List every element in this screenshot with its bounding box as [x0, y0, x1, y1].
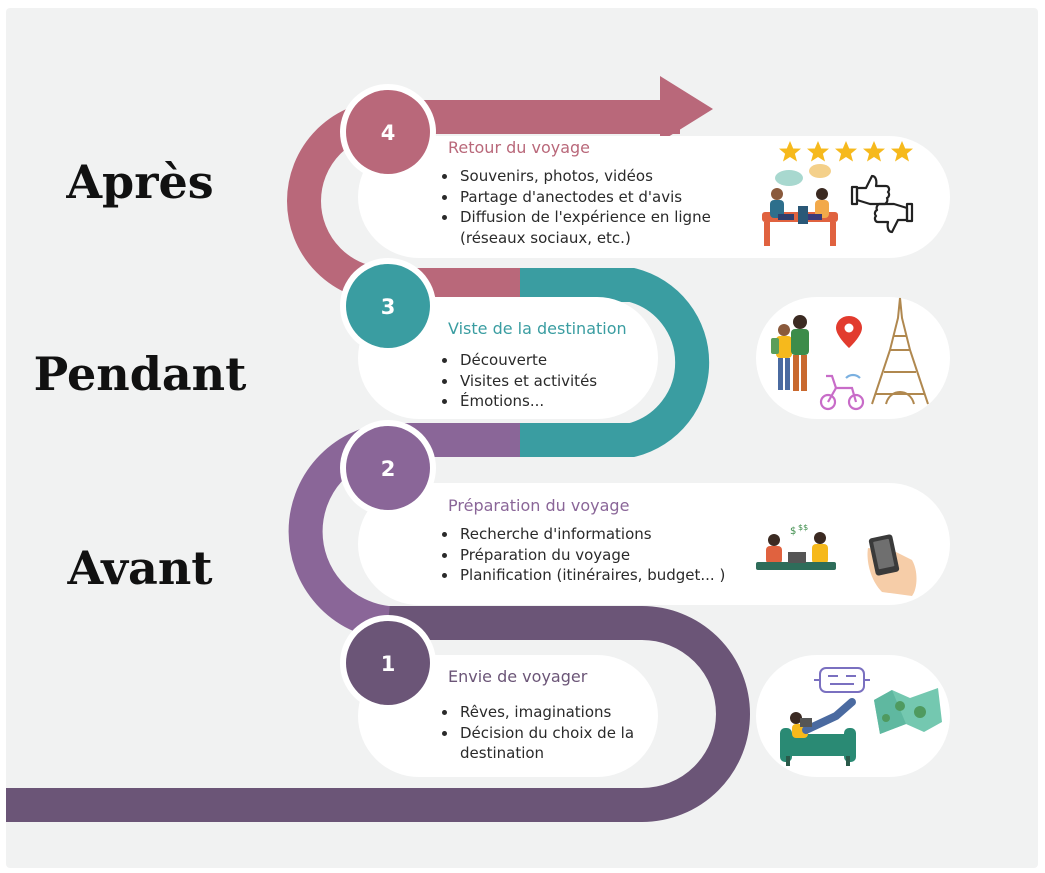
people-talking-icon	[762, 164, 838, 246]
card-step-3	[358, 297, 658, 419]
step-circle-3: 3	[340, 258, 436, 354]
step-2-item: Préparation du voyage	[458, 545, 778, 566]
svg-text:$$: $$	[798, 523, 808, 532]
step-4-item: Partage d'anectodes et d'avis	[458, 187, 748, 208]
step-3-item: Découverte	[458, 350, 658, 371]
step-4-item: Diffusion de l'expérience en ligne (rése…	[458, 207, 748, 248]
person-on-sofa-icon	[780, 698, 856, 766]
step-circle-2: 2	[340, 420, 436, 516]
road-arrow-head	[660, 76, 713, 142]
location-pin-icon	[836, 316, 862, 348]
eiffel-tower-icon	[871, 297, 929, 405]
step-3-item: Émotions...	[458, 391, 658, 412]
card-step-1	[358, 655, 658, 777]
card-step-2	[358, 483, 950, 605]
step-4-list: Souvenirs, photos, vidéos Partage d'anec…	[440, 166, 748, 248]
step-number-1: 1	[381, 652, 396, 676]
phase-label-during: Pendant	[33, 347, 247, 401]
step-1-item: Décision du choix de la destination	[458, 723, 663, 764]
phase-label-after: Après	[66, 155, 214, 209]
scooter-icon	[819, 373, 865, 411]
tourists-icon	[771, 315, 809, 391]
step-3-title: Viste de la destination	[448, 319, 627, 338]
step-circle-1: 1	[340, 615, 436, 711]
svg-text:$: $	[790, 526, 796, 537]
thumbs-up-down-icon	[850, 174, 914, 234]
step-1-title: Envie de voyager	[448, 667, 588, 686]
step-2-list: Recherche d'informations Préparation du …	[440, 524, 778, 586]
step-number-4: 4	[381, 121, 396, 145]
step-3-list: Découverte Visites et activités Émotions…	[440, 350, 658, 412]
world-map-icon	[874, 688, 942, 734]
step-4-title: Retour du voyage	[448, 138, 591, 157]
vr-headset-icon	[814, 667, 870, 693]
people-planning-icon: $ $$	[756, 523, 836, 570]
phase-label-before: Avant	[67, 541, 213, 595]
step-number-2: 2	[381, 457, 396, 481]
step-circle-4: 4	[340, 84, 436, 180]
step-3-item: Visites et activités	[458, 371, 658, 392]
card-step-4	[358, 136, 950, 258]
step-4-item: Souvenirs, photos, vidéos	[458, 166, 748, 187]
step-2-title: Préparation du voyage	[448, 496, 630, 515]
five-stars-icon	[779, 141, 913, 162]
road-segment-1	[6, 606, 750, 822]
step-1-item: Rêves, imaginations	[458, 702, 663, 723]
smartphone-in-hand-icon	[867, 534, 917, 596]
step-2-item: Recherche d'informations	[458, 524, 778, 545]
road-segment-3	[520, 268, 710, 457]
step-1-list: Rêves, imaginations Décision du choix de…	[440, 702, 663, 764]
step-number-3: 3	[381, 295, 396, 319]
step-2-item: Planification (itinéraires, budget... )	[458, 565, 778, 586]
